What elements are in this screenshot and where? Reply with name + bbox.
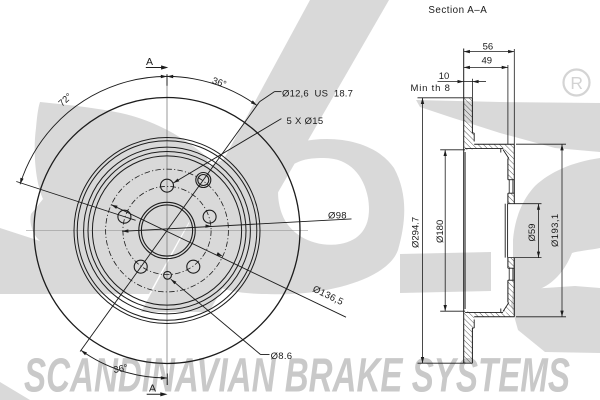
svg-text:Min th 8: Min th 8 [411, 83, 451, 94]
svg-text:A: A [146, 56, 153, 68]
svg-text:56: 56 [483, 42, 494, 53]
svg-text:A: A [149, 383, 156, 395]
svg-text:Ø8.6: Ø8.6 [271, 351, 293, 362]
svg-text:Ø12,6 US 18.7: Ø12,6 US 18.7 [282, 89, 353, 100]
svg-text:36°: 36° [211, 75, 228, 90]
svg-text:Ø294.7: Ø294.7 [411, 217, 422, 248]
svg-text:49: 49 [482, 56, 493, 67]
svg-text:SCANDINAVIAN BRAKE SYSTEMS: SCANDINAVIAN BRAKE SYSTEMS [24, 350, 570, 400]
svg-text:Ø180: Ø180 [435, 220, 446, 243]
svg-text:Section A–A: Section A–A [428, 5, 487, 16]
svg-text:5 X Ø15: 5 X Ø15 [287, 116, 324, 127]
svg-text:Ø98: Ø98 [328, 211, 347, 222]
svg-text:36°: 36° [113, 363, 129, 376]
svg-text:R: R [570, 73, 583, 93]
svg-text:Ø193,1: Ø193,1 [550, 213, 561, 247]
svg-text:10: 10 [439, 71, 450, 82]
svg-text:Ø59: Ø59 [527, 224, 538, 242]
